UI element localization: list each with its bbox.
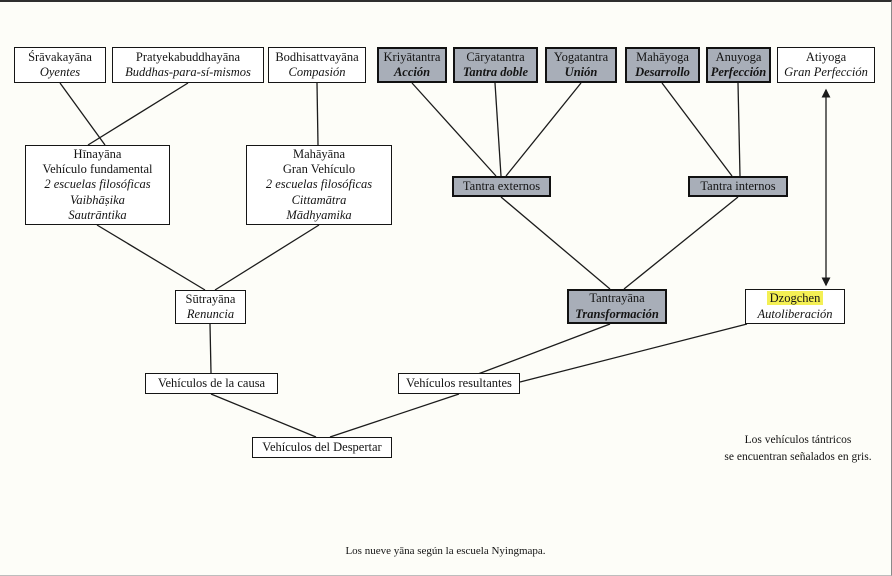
note-line-2: se encuentran señalados en gris. (724, 450, 872, 463)
connector (96, 224, 206, 291)
node-subtitle: Gran Perfección (784, 65, 868, 79)
connector (623, 196, 739, 290)
node-line: Vehículo fundamental (42, 162, 153, 177)
connector (494, 82, 502, 177)
node-title: Vehículos del Despertar (262, 439, 382, 454)
node-title: Tantrayāna (589, 291, 645, 306)
connector (316, 82, 319, 146)
node-sutrayana: Sūtrayāna Renuncia (175, 290, 246, 324)
connector (661, 82, 733, 177)
connector (214, 224, 320, 291)
node-vehiculos-causa: Vehículos de la causa (145, 373, 278, 394)
node-subtitle: Perfección (710, 65, 767, 79)
node-title: Śrāvakayāna (28, 49, 92, 64)
connector (505, 82, 582, 177)
connector (411, 82, 497, 177)
node-bodhisattvayana: Bodhisattvayāna Compasión (268, 47, 366, 83)
node-anuyoga: Anuyoga Perfección (706, 47, 771, 83)
node-title: Cāryatantra (466, 49, 525, 64)
node-shravakayana: Śrāvakayāna Oyentes (14, 47, 106, 83)
node-hinayana: Hīnayāna Vehículo fundamental 2 escuelas… (25, 145, 170, 225)
node-title: Pratyekabuddhayāna (135, 49, 241, 64)
connector (329, 393, 460, 438)
figure-caption: Los nueve yāna según la escuela Nyingmap… (345, 545, 546, 557)
node-line: 2 escuelas filosóficas (44, 177, 151, 192)
node-title: Tantra internos (700, 178, 776, 193)
node-subtitle: Buddhas-para-sí-mismos (125, 65, 251, 79)
node-title: Vehículos resultantes (406, 375, 512, 390)
node-title: Anuyoga (715, 49, 762, 64)
note-line-1: Los vehículos tántricos (744, 434, 852, 446)
node-title: Tantra externos (462, 178, 541, 193)
node-vehiculos-resultantes: Vehículos resultantes (398, 373, 520, 394)
node-line: Vaibhāṣika (70, 192, 125, 207)
node-mahayana: Mahāyāna Gran Vehículo 2 escuelas filosó… (246, 145, 392, 225)
node-tantra-internos: Tantra internos (688, 176, 788, 197)
node-title: Mahāyoga (636, 49, 689, 64)
node-line: Mahāyāna (292, 146, 346, 161)
node-line: Hīnayāna (73, 146, 122, 161)
node-title: Bodhisattvayāna (275, 49, 359, 64)
connector (59, 82, 106, 146)
node-line: Gran Vehículo (282, 162, 356, 177)
gray-legend-note: Los vehículos tántricos se encuentran se… (712, 432, 884, 465)
node-title: Sūtrayāna (185, 291, 236, 306)
node-subtitle: Autoliberación (757, 306, 833, 321)
node-title: Kriyātantra (383, 49, 441, 64)
node-dzogchen: Dzogchen Autoliberación (745, 289, 845, 324)
node-tantra-externos: Tantra externos (452, 176, 551, 197)
node-title: Yogatantra (553, 49, 609, 64)
node-title: Atiyoga (805, 49, 847, 64)
node-subtitle: Desarrollo (635, 65, 690, 79)
node-line: Mādhyamika (286, 207, 352, 222)
node-atiyoga: Atiyoga Gran Perfección (777, 47, 875, 83)
connector (87, 82, 189, 146)
node-title: Dzogchen (766, 291, 824, 306)
connector (519, 323, 748, 383)
node-caryatantra: Cāryatantra Tantra doble (453, 47, 538, 83)
node-subtitle: Renuncia (186, 307, 235, 321)
node-pratyekabuddhayana: Pratyekabuddhayāna Buddhas-para-sí-mismo… (112, 47, 264, 83)
node-yogatantra: Yogatantra Unión (545, 47, 617, 83)
dzogchen-highlight: Dzogchen (766, 291, 824, 306)
connector (737, 82, 741, 177)
node-kriyatantra: Kriyātantra Acción (377, 47, 447, 83)
connector (209, 323, 212, 374)
node-subtitle: Tantra doble (462, 65, 529, 79)
node-line: Cittamātra (291, 192, 347, 207)
node-line: 2 escuelas filosóficas (265, 177, 373, 192)
node-subtitle: Transformación (575, 306, 659, 321)
connector (477, 323, 611, 375)
node-vehiculos-despertar: Vehículos del Despertar (252, 437, 392, 458)
node-line: Sautrāntika (68, 207, 127, 222)
node-subtitle: Acción (393, 65, 431, 79)
node-mahayoga: Mahāyoga Desarrollo (625, 47, 700, 83)
node-subtitle: Compasión (288, 65, 346, 79)
node-subtitle: Unión (564, 65, 598, 79)
connector (210, 393, 317, 438)
node-title: Vehículos de la causa (157, 375, 266, 390)
node-tantrayana: Tantrayāna Transformación (567, 289, 667, 324)
node-subtitle: Oyentes (39, 65, 81, 79)
connector (500, 196, 611, 290)
